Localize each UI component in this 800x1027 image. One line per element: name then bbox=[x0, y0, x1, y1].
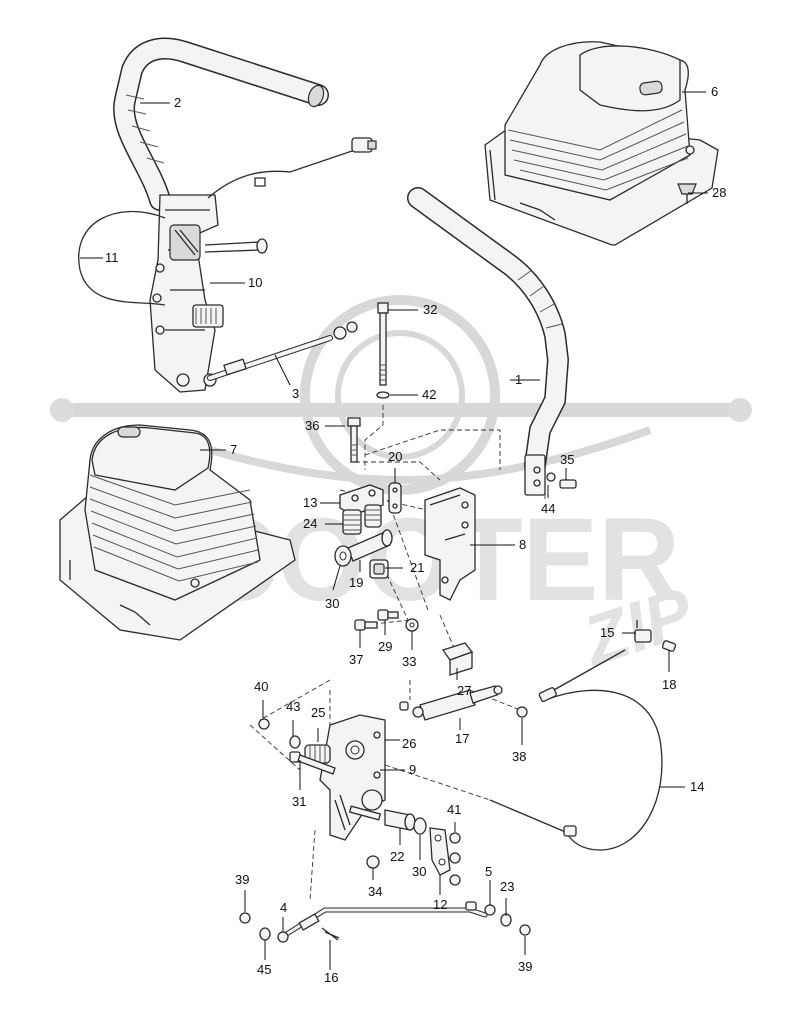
part-42-washer bbox=[376, 391, 390, 399]
callout-label-c20: 20 bbox=[388, 449, 402, 464]
callout-label-c6: 6 bbox=[711, 84, 718, 99]
callout-label-c25: 25 bbox=[311, 705, 325, 720]
callout-label-c24: 24 bbox=[303, 516, 317, 531]
callout-label-c3: 3 bbox=[292, 386, 299, 401]
callout-label-c5: 5 bbox=[485, 864, 492, 879]
callout-label-c39a: 39 bbox=[235, 872, 249, 887]
part-24-springs bbox=[342, 504, 382, 535]
part-17-gas-strut bbox=[399, 685, 503, 721]
part-40-nut bbox=[258, 718, 270, 730]
part-22-sleeve bbox=[384, 809, 416, 831]
part-12-plate bbox=[429, 827, 451, 876]
callout-label-c7: 7 bbox=[230, 442, 237, 457]
part-38-nut bbox=[516, 706, 528, 718]
callout-label-c21: 21 bbox=[410, 560, 424, 575]
part-6-console-boot bbox=[484, 41, 719, 246]
callout-label-c40: 40 bbox=[254, 679, 268, 694]
callout-label-c11: 11 bbox=[105, 250, 119, 265]
callout-label-c12: 12 bbox=[433, 897, 447, 912]
callout-label-c14: 14 bbox=[690, 779, 704, 794]
callout-label-c42: 42 bbox=[422, 387, 436, 402]
callout-label-c44: 44 bbox=[541, 501, 555, 516]
callout-label-c4: 4 bbox=[280, 900, 287, 915]
callout-label-c9: 9 bbox=[409, 762, 416, 777]
part-36-bolt bbox=[347, 417, 361, 463]
part-1-handle-bar bbox=[407, 187, 577, 496]
part-30-washer-lower bbox=[413, 817, 427, 835]
part-34-nut bbox=[366, 855, 380, 869]
part-10-control-assembly bbox=[149, 194, 268, 393]
part-3-link-rod bbox=[207, 321, 358, 381]
callout-leader-c3 bbox=[274, 354, 291, 386]
callout-label-c33: 33 bbox=[402, 654, 416, 669]
part-32-bolt bbox=[377, 302, 389, 386]
callout-label-c23: 23 bbox=[500, 879, 514, 894]
callout-leader-c30a bbox=[332, 565, 341, 591]
part-29-bolt bbox=[377, 609, 399, 621]
callout-label-c16: 16 bbox=[324, 970, 338, 985]
callout-label-c31: 31 bbox=[292, 794, 306, 809]
part-8-bracket-plate bbox=[424, 487, 476, 601]
callout-label-c19: 19 bbox=[349, 575, 363, 590]
callout-label-c26: 26 bbox=[402, 736, 416, 751]
callout-label-c30a: 30 bbox=[325, 596, 339, 611]
callout-label-c39b: 39 bbox=[518, 959, 532, 974]
part-33-nut bbox=[405, 618, 419, 632]
part-16-clip bbox=[321, 927, 340, 941]
callout-label-c38: 38 bbox=[512, 749, 526, 764]
callout-label-c36: 36 bbox=[305, 418, 319, 433]
part-41-nuts bbox=[449, 832, 461, 886]
callout-label-c34: 34 bbox=[368, 884, 382, 899]
callout-label-c8: 8 bbox=[519, 537, 526, 552]
callouts: 1234567891011121314151617181920212223242… bbox=[80, 84, 726, 985]
callout-label-c37: 37 bbox=[349, 652, 363, 667]
part-43-washer bbox=[289, 735, 301, 749]
part-15-clip bbox=[634, 620, 652, 643]
part-37-bolt bbox=[354, 619, 378, 631]
callout-label-c29: 29 bbox=[378, 639, 392, 654]
callout-label-c43: 43 bbox=[286, 699, 300, 714]
callout-label-c2: 2 bbox=[174, 95, 181, 110]
callout-label-c10: 10 bbox=[248, 275, 262, 290]
callout-label-c13: 13 bbox=[303, 495, 317, 510]
callout-label-c41: 41 bbox=[447, 802, 461, 817]
callout-label-c32: 32 bbox=[423, 302, 437, 317]
part-2-handle-bar bbox=[113, 37, 329, 211]
callout-label-c1: 1 bbox=[515, 372, 522, 387]
part-9-control-block bbox=[319, 714, 386, 841]
callout-label-c45: 45 bbox=[257, 962, 271, 977]
callout-label-c27: 27 bbox=[457, 683, 471, 698]
part-11-cable bbox=[78, 137, 377, 306]
part-20-link bbox=[388, 482, 402, 514]
part-14-cable bbox=[489, 649, 663, 851]
part-45-washer bbox=[259, 927, 271, 941]
callout-label-c35: 35 bbox=[560, 452, 574, 467]
callout-label-c15: 15 bbox=[600, 625, 614, 640]
part-7-console-boot bbox=[59, 424, 296, 641]
part-31-bolt bbox=[289, 751, 336, 775]
part-18-pin bbox=[661, 640, 677, 652]
part-39-nut-left bbox=[239, 912, 251, 924]
callout-label-c18: 18 bbox=[662, 677, 676, 692]
callout-label-c17: 17 bbox=[455, 731, 469, 746]
callout-label-c30b: 30 bbox=[412, 864, 426, 879]
part-30-washer-upper bbox=[334, 545, 352, 567]
callout-label-c28: 28 bbox=[712, 185, 726, 200]
part-4-lower-rod bbox=[277, 907, 488, 943]
part-27-block bbox=[441, 642, 474, 676]
part-21-block bbox=[369, 559, 389, 579]
callout-label-c22: 22 bbox=[390, 849, 404, 864]
part-39-nut-right bbox=[519, 924, 531, 936]
